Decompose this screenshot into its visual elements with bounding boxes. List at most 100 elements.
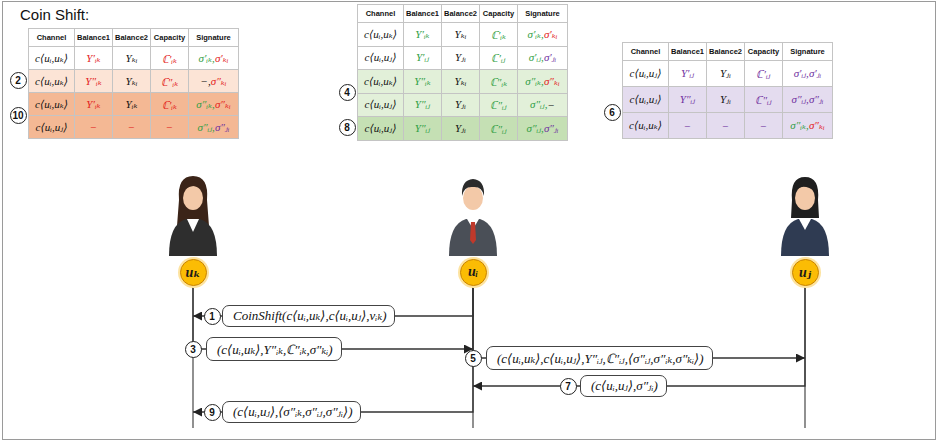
cell-value: Υⱼᵢ [720,93,731,106]
table-cell: ℂ′ᵢₖ [479,22,518,47]
table-header-cell: Balance1 [403,4,442,23]
table-cell: − [706,112,745,139]
cell-value: ℂ′ᵢⱼ [491,50,505,65]
table-cell: Υ″ᵢⱼ [403,93,442,118]
signature-value: σ″ᵢₖ, [790,119,809,132]
cell-value: c⟨uᵢ,uⱼ⟩ [630,93,662,106]
table-cell: Υ′ᵢₖ [74,46,113,70]
table-cell: σ″ᵢⱼ,σ″ⱼᵢ [517,116,568,141]
signature-value: σ″ₖᵢ [544,75,560,88]
cell-value: c⟨uᵢ,uⱼ⟩ [365,98,397,111]
table-header-cell: Balance2 [112,28,151,47]
column-header: Signature [525,9,560,18]
table-cell: ℂ′ᵢⱼ [744,60,783,87]
message-label: (c⟨uᵢ,uⱼ⟩,σ″ⱼᵢ) [580,375,667,397]
column-header: Balance1 [406,9,439,18]
cell-value: Υ′ᵢⱼ [416,51,429,64]
participant-circle: uᵢ [460,259,487,286]
participant-circle: uₖ [180,259,207,286]
table-cell: σ′ᵢₖ,σ′ₖᵢ [188,46,239,70]
callout-number: 6 [604,104,621,121]
signature-value: σ″ᵢⱼ, [197,121,214,134]
cell-value: c⟨uᵢ,uₖ⟩ [629,119,662,132]
cell-value: c⟨uᵢ,uⱼ⟩ [365,51,397,64]
cell-value: Υ′ᵢₖ [415,28,429,41]
table-cell: c⟨uᵢ,uⱼ⟩ [28,115,75,139]
signature-value: σ′ₖᵢ [215,52,229,65]
table-cell: − [744,112,783,139]
cell-value: Υₖᵢ [455,28,467,41]
person-icon [449,179,497,256]
participant-name: uᵢ [468,264,478,280]
table-header-cell: Capacity [744,42,783,61]
table-cell: ℂ′ᵢⱼ [479,46,518,71]
signature-value: σ″ₖᵢ [211,75,227,88]
signature-value: −, [201,75,211,87]
cell-value: ℂ′ᵢₖ [491,27,506,42]
cell-value: Υₖᵢ [126,75,138,88]
cell-value: Υⱼᵢ [455,51,466,64]
table-cell: Υ″ᵢₖ [74,69,113,93]
column-header: Balance1 [671,47,704,56]
table-cell: c⟨uᵢ,uₖ⟩ [28,69,75,93]
table-cell: Υⱼᵢ [441,116,480,141]
table-cell: ℂ″ᵢⱼ [479,93,518,118]
column-header: Balance2 [444,9,477,18]
cell-value: − [128,121,135,133]
cell-value: c⟨uᵢ,uₖ⟩ [35,98,68,111]
table-header-cell: Capacity [479,4,518,23]
cell-value: ℂ″ᵢⱼ [490,121,506,136]
table-cell: ℂ″ᵢⱼ [479,116,518,141]
cell-value: c⟨uᵢ,uₖ⟩ [364,75,397,88]
cell-value: Υⱼᵢ [455,98,466,111]
participant-circle: uⱼ [792,259,819,286]
table-cell: Υₖᵢ [441,69,480,94]
table-cell: c⟨uᵢ,uⱼ⟩ [357,116,404,141]
callout-number: 4 [339,84,356,101]
signature-value: σ″ₖᵢ [215,98,231,111]
column-header: Balance2 [115,33,148,42]
table-cell: σ″ᵢₖ,σ″ₖᵢ [517,69,568,94]
cell-value: c⟨uᵢ,uⱼ⟩ [365,122,397,135]
signature-value: σ′ᵢₖ, [199,52,215,65]
message-label: (c⟨uᵢ,uⱼ⟩,⟨σ″ᵢₖ,σ″ᵢⱼ,σ″ⱼᵢ⟩) [222,401,361,423]
table-header-cell: Channel [357,4,404,23]
table-cell: − [74,115,113,139]
cell-value: Υⱼᵢ [455,122,466,135]
cell-value: ℂ″ᵢⱼ [755,92,771,107]
message-arrow [473,286,805,387]
table-cell: σ″ᵢₖ,σ″ₖᵢ [188,92,239,116]
cell-value: Υ″ᵢₖ [85,75,101,88]
table-header-cell: Channel [28,28,75,47]
table-cell: c⟨uᵢ,uₖ⟩ [622,112,669,139]
table-header-cell: Signature [782,42,833,61]
callout-number: 10 [10,107,27,124]
message-arrow [193,286,473,413]
callout-number: 9 [204,404,221,421]
table-cell: c⟨uᵢ,uₖ⟩ [357,69,404,94]
callout-number: 7 [560,378,577,395]
table-cell: Υⱼᵢ [706,86,745,113]
callout-number: 1 [204,308,221,325]
table-cell: Υₖᵢ [112,46,151,70]
table-cell: ℂ″ᵢₖ [479,69,518,94]
cell-value: ℂ′ᵢₖ [162,97,177,112]
message-label: (c⟨uᵢ,uₖ⟩,c⟨uᵢ,uⱼ⟩,Υ″ᵢⱼ,ℂ″ᵢⱼ,⟨σ″ᵢⱼ,σ″ᵢₖ,… [486,346,713,370]
table-cell: c⟨uᵢ,uⱼ⟩ [357,46,404,71]
signature-value: σ′ₖᵢ [544,28,558,41]
table-cell: σ″ᵢⱼ,σ″ⱼᵢ [782,86,833,113]
callout-number: 2 [10,72,27,89]
table-cell: c⟨uᵢ,uⱼ⟩ [622,86,669,113]
table-cell: c⟨uᵢ,uₖ⟩ [28,46,75,70]
column-header: Signature [196,33,231,42]
table-cell: Υ′ᵢⱼ [403,46,442,71]
cell-value: − [166,121,173,133]
table-cell: ℂ″ᵢⱼ [744,86,783,113]
signature-value: σ″ⱼᵢ [809,93,824,106]
table-cell: Υₖᵢ [112,69,151,93]
message-label: CoinShift(c⟨uᵢ,uₖ⟩,c⟨uᵢ,uⱼ⟩,vᵢₖ) [222,305,395,327]
column-header: Capacity [154,33,185,42]
callout-number: 3 [185,341,202,358]
table-cell: σ″ᵢⱼ,− [517,93,568,118]
signature-value: σ″ᵢⱼ, [530,98,547,111]
